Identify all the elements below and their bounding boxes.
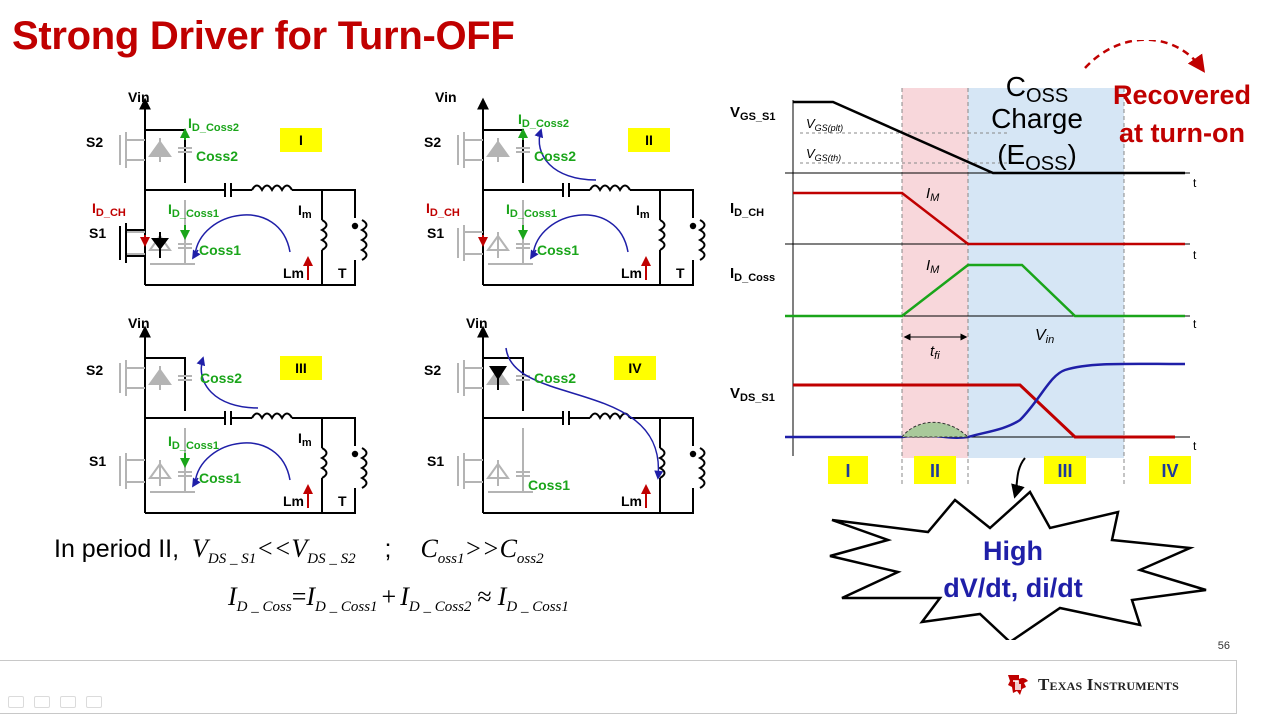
svg-text:Coss1: Coss1 xyxy=(199,470,241,486)
svg-text:T: T xyxy=(338,493,347,509)
waveform-diagram: VGS_S1 ID_CH ID_Coss VDS_S1 VGS(plt) VGS… xyxy=(730,40,1251,640)
svg-text:T: T xyxy=(676,265,685,281)
equation-current-sum: ID _ Coss=ID _ Coss1+ID _ Coss2≈ID _ Cos… xyxy=(228,582,569,616)
svg-text:Coss1: Coss1 xyxy=(528,477,570,493)
svg-text:Im: Im xyxy=(298,202,312,221)
svg-text:Recovered: Recovered xyxy=(1113,80,1251,110)
slide-title: Strong Driver for Turn-OFF xyxy=(12,14,515,58)
svg-text:Lm: Lm xyxy=(283,265,304,281)
svg-text:VGS_S1: VGS_S1 xyxy=(730,104,775,123)
svg-text:High: High xyxy=(983,536,1043,566)
svg-text:S1: S1 xyxy=(89,225,106,241)
ti-logo-icon xyxy=(1008,675,1028,695)
svg-text:III: III xyxy=(1057,461,1072,481)
circuit-period-2: II Vin S2 S1 ID_CH ID_Coss2 Coss2 ID_Cos… xyxy=(424,89,705,285)
svg-text:IM: IM xyxy=(926,257,940,276)
svg-text:t: t xyxy=(1193,248,1197,262)
svg-text:Coss2: Coss2 xyxy=(196,148,238,164)
svg-text:Lm: Lm xyxy=(621,265,642,281)
svg-text:S2: S2 xyxy=(86,362,103,378)
svg-text:Vin: Vin xyxy=(1035,327,1054,346)
slide-controls[interactable] xyxy=(8,696,102,708)
svg-text:S1: S1 xyxy=(427,225,444,241)
svg-text:ID_CH: ID_CH xyxy=(92,200,126,219)
svg-text:Coss1: Coss1 xyxy=(199,242,241,258)
svg-text:Coss2: Coss2 xyxy=(534,148,576,164)
svg-text:Vin: Vin xyxy=(435,89,457,105)
svg-text:Charge: Charge xyxy=(991,103,1083,134)
svg-text:Lm: Lm xyxy=(283,493,304,509)
svg-text:at turn-on: at turn-on xyxy=(1119,118,1245,148)
svg-text:Coss2: Coss2 xyxy=(200,370,242,386)
svg-text:ID_Coss1: ID_Coss1 xyxy=(506,201,557,220)
svg-text:IM: IM xyxy=(926,185,940,204)
svg-text:Lm: Lm xyxy=(621,493,642,509)
svg-text:ID_CH: ID_CH xyxy=(730,200,764,219)
prev-slide-button[interactable] xyxy=(8,696,24,708)
svg-text:I: I xyxy=(299,132,303,148)
svg-text:S1: S1 xyxy=(89,453,106,469)
pen-button[interactable] xyxy=(34,696,50,708)
svg-text:II: II xyxy=(645,132,653,148)
circuit-diagrams: I Vin S2 S1 ID_CH ID_Coss2 Coss2 ID_Coss… xyxy=(86,89,720,600)
svg-text:ID_CH: ID_CH xyxy=(426,200,460,219)
svg-text:ID_Coss1: ID_Coss1 xyxy=(168,201,219,220)
svg-text:Vin: Vin xyxy=(466,315,488,331)
svg-text:S2: S2 xyxy=(86,134,103,150)
svg-text:t: t xyxy=(1193,439,1197,453)
equation-period-2: In period II, VDS _ S1<<VDS _ S2 ; Coss1… xyxy=(54,534,544,568)
next-slide-button[interactable] xyxy=(86,696,102,708)
svg-text:Coss1: Coss1 xyxy=(537,242,579,258)
svg-text:ID_Coss2: ID_Coss2 xyxy=(188,115,239,134)
svg-text:tfi: tfi xyxy=(930,343,940,362)
svg-text:Im: Im xyxy=(298,430,312,449)
svg-text:VGS(th): VGS(th) xyxy=(806,146,841,163)
svg-text:IV: IV xyxy=(1161,461,1178,481)
svg-text:VGS(plt): VGS(plt) xyxy=(806,116,843,133)
svg-text:dV/dt, di/dt: dV/dt, di/dt xyxy=(943,573,1082,603)
svg-text:t: t xyxy=(1193,176,1197,190)
svg-text:Im: Im xyxy=(636,202,650,221)
svg-text:COSS: COSS xyxy=(1006,71,1068,107)
ti-brand-text: Texas Instruments xyxy=(1038,675,1179,694)
svg-text:S1: S1 xyxy=(427,453,444,469)
circuit-period-4: IV Vin S2 S1 Coss2 Coss1 Lm xyxy=(424,315,705,513)
svg-text:Vin: Vin xyxy=(128,315,150,331)
svg-text:I: I xyxy=(845,461,850,481)
svg-text:ID_Coss2: ID_Coss2 xyxy=(518,111,569,130)
svg-text:S2: S2 xyxy=(424,134,441,150)
slide-footer xyxy=(0,660,1237,714)
svg-text:II: II xyxy=(930,461,940,481)
page-number: 56 xyxy=(1217,640,1230,652)
circuit-period-3: III Vin S2 S1 Coss2 ID_Coss1 Coss1 Im Lm… xyxy=(86,315,367,513)
svg-text:IV: IV xyxy=(628,360,642,376)
svg-text:T: T xyxy=(338,265,347,281)
svg-text:t: t xyxy=(1193,317,1197,331)
svg-text:VDS_S1: VDS_S1 xyxy=(730,385,775,404)
svg-text:III: III xyxy=(295,360,307,376)
svg-text:ID_Coss1: ID_Coss1 xyxy=(168,433,219,452)
high-dvdt-burst xyxy=(829,490,1207,640)
circuit-period-1: I Vin S2 S1 ID_CH ID_Coss2 Coss2 ID_Coss… xyxy=(86,89,367,285)
menu-button[interactable] xyxy=(60,696,76,708)
svg-text:Vin: Vin xyxy=(128,89,150,105)
svg-text:Coss2: Coss2 xyxy=(534,370,576,386)
ti-brand: Texas Instruments xyxy=(1004,672,1179,698)
svg-text:ID_Coss: ID_Coss xyxy=(730,265,775,284)
svg-text:(EOSS): (EOSS) xyxy=(997,139,1077,175)
svg-text:S2: S2 xyxy=(424,362,441,378)
